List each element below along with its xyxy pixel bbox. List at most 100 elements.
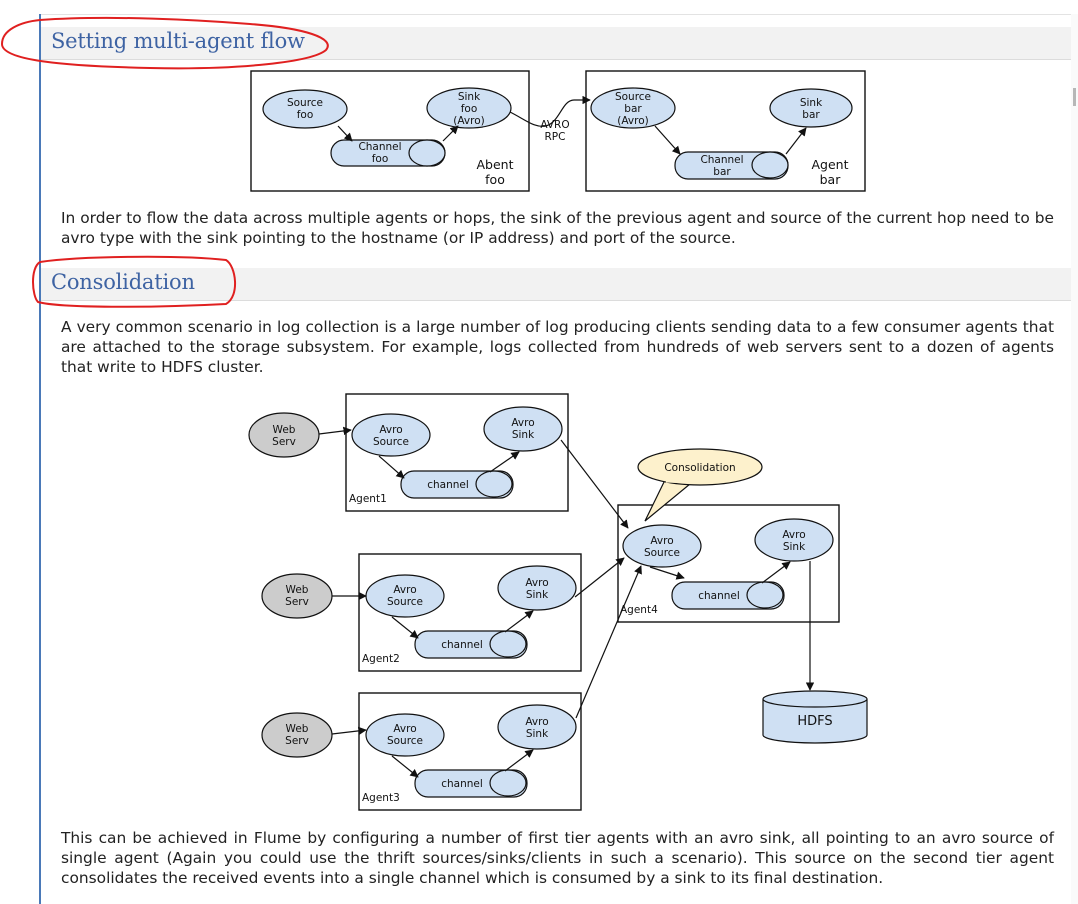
edge-agent3-sink-to-agent4 [575,565,642,719]
edge-web3-source [331,726,367,736]
agent3-avro-source-node: Avro Source [365,713,445,757]
paragraph-consolidation-intro: A very common scenario in log collection… [61,318,1054,376]
edge-agent3-source-channel [391,755,419,778]
edge-agent2-sink-to-agent4 [574,557,625,598]
agent2-avro-sink-node: Avro Sink [497,565,577,611]
svg-text:foo: foo [461,103,478,115]
edge-agent4-source-channel [649,566,685,580]
svg-text:Avro: Avro [782,529,805,541]
svg-text:Source: Source [373,436,409,448]
agent3-channel-node: channel [414,769,528,798]
svg-text:Consolidation: Consolidation [664,462,735,474]
left-border-line [39,14,41,904]
svg-text:channel: channel [427,479,469,491]
edge-channel-sink-bar [785,127,807,155]
svg-text:Serv: Serv [272,436,296,448]
svg-text:Avro: Avro [393,723,416,735]
edge-web1-source [318,426,352,436]
web-serv-3-node: Web Serv [261,712,333,758]
agent-bar-label-line1: Agent [812,157,849,172]
edge-source-channel-foo [337,125,353,142]
source-bar-node: Source bar (Avro) [590,87,676,129]
channel-foo-node: Channel foo [330,139,446,167]
svg-text:bar: bar [802,109,820,121]
svg-text:Channel: Channel [700,154,743,166]
sink-foo-node: Sink foo (Avro) [426,87,512,129]
svg-text:Source: Source [615,91,651,103]
edge-agent1-sink-to-agent4 [560,439,629,529]
edge-channel-sink-foo [442,125,459,142]
svg-text:(Avro): (Avro) [617,115,649,127]
svg-text:Sink: Sink [526,728,549,740]
svg-text:channel: channel [698,590,740,602]
agent1-avro-source-node: Avro Source [351,413,431,457]
source-foo-node: Source foo [262,89,348,129]
svg-text:Serv: Serv [285,735,309,747]
svg-text:Web: Web [286,584,309,596]
hdfs-storage-node: HDFS [762,690,868,744]
svg-text:Sink: Sink [526,589,549,601]
svg-text:Sink: Sink [512,429,535,441]
agent4-avro-sink-node: Avro Sink [754,518,834,562]
agent2-channel-node: channel [414,630,528,659]
svg-text:HDFS: HDFS [797,714,832,729]
agent2-avro-source-node: Avro Source [365,574,445,618]
scrollbar-track[interactable] [1071,14,1078,904]
svg-text:Sink: Sink [458,91,481,103]
agent1-channel-node: channel [400,470,514,499]
top-divider [40,14,1076,15]
web-serv-1-node: Web Serv [248,412,320,458]
edge-agent1-channel-sink [489,451,520,473]
agent1-label: Agent1 [349,493,387,505]
svg-text:Sink: Sink [783,541,806,553]
svg-text:Source: Source [287,97,323,109]
agent-foo-label-line2: foo [485,172,505,187]
svg-text:Web: Web [286,723,309,735]
svg-text:Avro: Avro [650,535,673,547]
svg-text:Source: Source [387,735,423,747]
section-header-multi-agent: Setting multi-agent flow [41,27,1071,60]
agent4-channel-node: channel [671,581,785,610]
web-serv-2-node: Web Serv [261,573,333,619]
svg-text:Avro: Avro [393,584,416,596]
red-circle-annotation-2 [32,255,236,308]
svg-text:bar: bar [713,166,731,178]
svg-text:Avro: Avro [525,716,548,728]
edge-agent4-channel-sink [761,561,791,584]
svg-text:Sink: Sink [800,97,823,109]
edge-source-channel-bar [654,125,681,155]
agent2-label: Agent2 [362,653,400,665]
edge-agent2-channel-sink [504,610,534,633]
agent4-avro-source-node: Avro Source [622,524,702,568]
scrollbar-thumb[interactable] [1073,88,1076,106]
agent-foo-label-line1: Abent [477,157,514,172]
agent3-avro-sink-node: Avro Sink [497,704,577,750]
svg-text:channel: channel [441,778,483,790]
svg-text:Source: Source [387,596,423,608]
svg-text:Avro: Avro [511,417,534,429]
avro-rpc-label-line2: RPC [545,131,566,143]
svg-text:Avro: Avro [525,577,548,589]
paragraph-multi-agent: In order to flow the data across multipl… [61,209,1054,247]
sink-bar-node: Sink bar [769,88,853,128]
section-header-consolidation: Consolidation [41,268,1071,301]
svg-text:(Avro): (Avro) [453,115,485,127]
red-circle-annotation-1 [0,16,329,70]
svg-text:Source: Source [644,547,680,559]
svg-text:foo: foo [372,153,389,165]
edge-agent3-channel-sink [504,749,534,772]
section-title-consolidation: Consolidation [51,270,195,294]
agent1-avro-sink-node: Avro Sink [483,406,563,452]
agent4-label: Agent4 [620,604,658,616]
svg-text:Web: Web [273,424,296,436]
svg-text:Serv: Serv [285,596,309,608]
avro-rpc-label-line1: AVRO [540,119,569,131]
edge-avro-rpc [509,95,591,127]
svg-text:Avro: Avro [379,424,402,436]
svg-text:channel: channel [441,639,483,651]
section-title-multi-agent: Setting multi-agent flow [51,29,305,53]
agent3-label: Agent3 [362,792,400,804]
edge-agent1-source-channel [378,455,405,479]
